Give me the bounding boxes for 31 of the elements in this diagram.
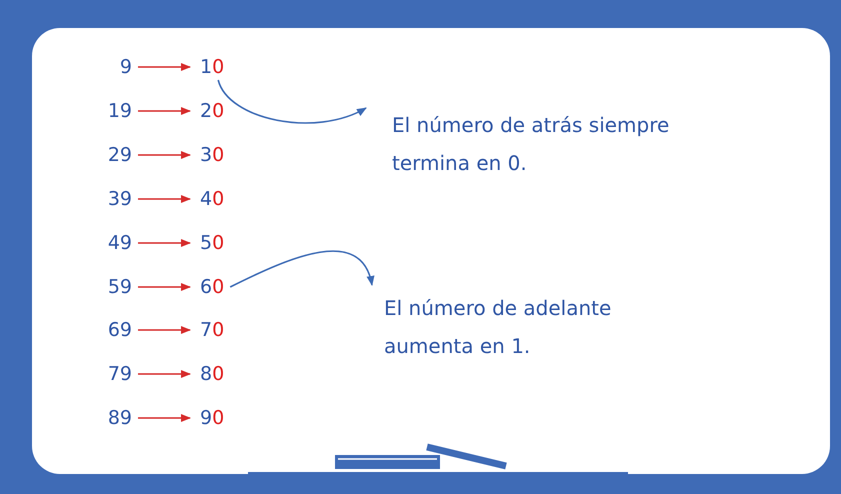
- number-label: 40: [200, 188, 234, 210]
- arrow: [138, 326, 191, 334]
- note-text: El número de adelante aumenta en 1.: [384, 289, 674, 365]
- number-label: 19: [98, 100, 132, 122]
- number-label: 9: [98, 56, 132, 78]
- number-label: 20: [200, 100, 234, 122]
- arrow: [138, 414, 191, 422]
- number-label: 70: [200, 319, 234, 341]
- number-label: 60: [200, 276, 234, 298]
- number-label: 79: [98, 363, 132, 385]
- note-text: El número de atrás siempre termina en 0.: [392, 106, 672, 182]
- arrow: [138, 63, 191, 71]
- arrow: [138, 239, 191, 247]
- number-label: 30: [200, 144, 234, 166]
- number-label: 69: [98, 319, 132, 341]
- arrow: [138, 195, 191, 203]
- arrow: [230, 250, 374, 288]
- arrow: [138, 107, 191, 115]
- number-label: 90: [200, 407, 234, 429]
- number-label: 50: [200, 232, 234, 254]
- number-label: 39: [98, 188, 132, 210]
- arrow: [138, 370, 191, 378]
- number-label: 80: [200, 363, 234, 385]
- arrow: [138, 151, 191, 159]
- number-label: 59: [98, 276, 132, 298]
- arrow: [138, 283, 191, 291]
- number-label: 89: [98, 407, 132, 429]
- number-label: 29: [98, 144, 132, 166]
- arrow: [217, 80, 367, 124]
- number-label: 49: [98, 232, 132, 254]
- number-label: 10: [200, 56, 234, 78]
